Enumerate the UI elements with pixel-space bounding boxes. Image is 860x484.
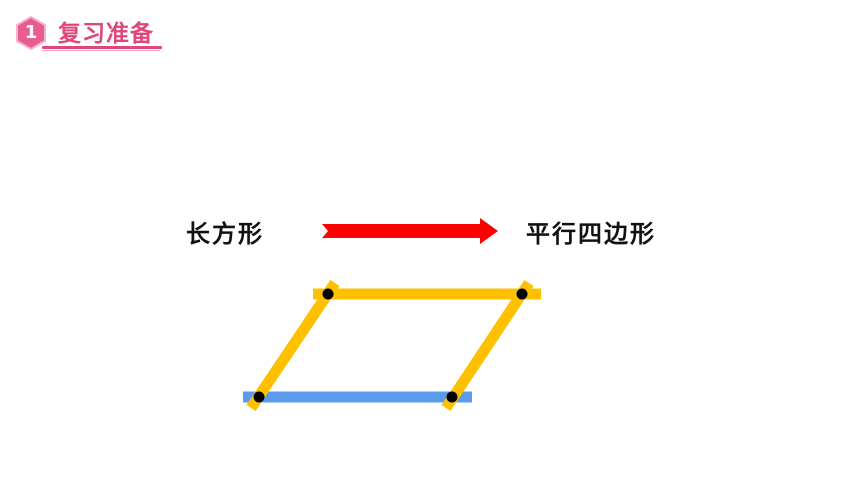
title-underline-shadow <box>42 50 160 51</box>
right-arrow-icon <box>322 218 498 244</box>
joint-top-right <box>516 288 528 300</box>
right-stick <box>441 279 534 412</box>
joint-bottom-left <box>253 391 265 403</box>
title-underline <box>42 46 162 49</box>
joint-bottom-right <box>446 391 458 403</box>
arrow-shape <box>322 218 498 244</box>
joint-top-left <box>322 288 334 300</box>
rectangle-label: 长方形 <box>186 219 264 248</box>
left-stick <box>246 279 340 412</box>
section-number: 1 <box>24 22 38 43</box>
parallelogram-label: 平行四边形 <box>526 219 656 248</box>
section-title: 复习准备 <box>58 21 154 47</box>
section-number-badge <box>16 16 46 50</box>
